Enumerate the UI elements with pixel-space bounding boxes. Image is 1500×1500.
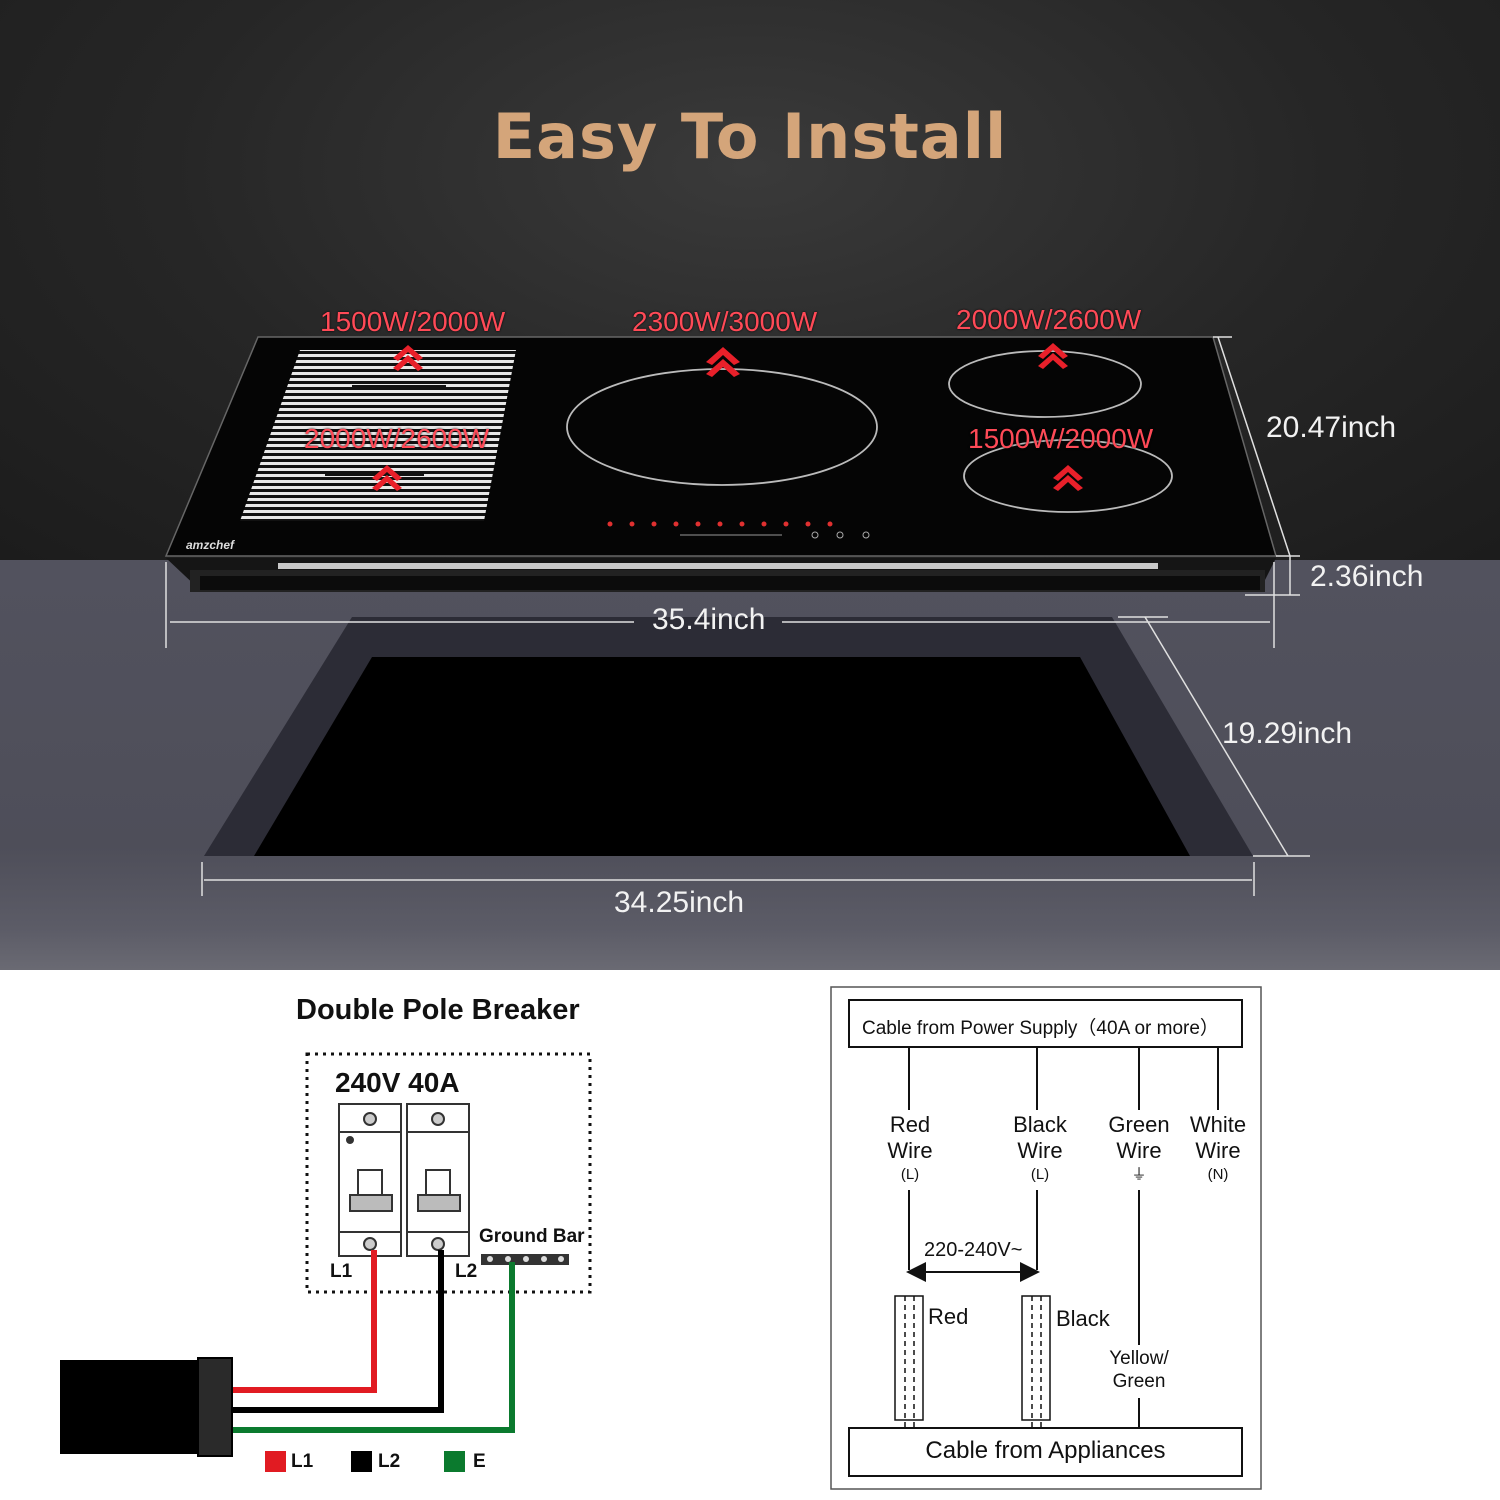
arrow-up-icon	[1053, 465, 1083, 491]
ground-bar	[481, 1254, 569, 1265]
conductor-red-label: Red	[928, 1304, 969, 1329]
mounting-bracket	[278, 563, 1158, 569]
power-arrows	[372, 343, 1083, 491]
zone-power-label: 1500W/2000W	[320, 306, 506, 337]
appliance-block	[60, 1360, 200, 1454]
appliance-label: Cable from Appliances	[925, 1437, 1166, 1464]
page-title: Easy To Install	[492, 100, 1008, 173]
legend-swatch-l1	[265, 1451, 286, 1472]
front-right-zone-ring	[963, 439, 1173, 513]
supply-label: Cable from Power Supply（40A or more）	[862, 1018, 1219, 1039]
brand-logo: amzchef	[186, 538, 235, 552]
dimension-height: 2.36inch	[1310, 560, 1424, 593]
cooktop: amzchef	[164, 336, 1277, 592]
dimension-cutout-width: 34.25inch	[614, 886, 745, 919]
zone-power-label: 2000W/2600W	[304, 423, 490, 454]
cable-connector	[197, 1357, 233, 1457]
appliance-box	[848, 1427, 1243, 1477]
wire-label-red: Red Wire (L)	[887, 1112, 933, 1183]
arrow-up-icon	[372, 465, 402, 491]
center-zone-ring	[566, 368, 878, 486]
dimension-width: 35.4inch	[652, 603, 766, 636]
dimension-depth: 20.47inch	[1266, 411, 1397, 444]
yellow-green-label: Yellow/ Green	[1109, 1348, 1169, 1392]
ground-icon: ⏚	[1131, 1166, 1147, 1183]
counter-cutout	[204, 617, 1253, 856]
control-panel	[607, 521, 833, 527]
voltage-label: 220-240V~	[924, 1239, 1023, 1261]
breaker-heading: Double Pole Breaker	[296, 994, 580, 1026]
arrow-up-icon	[393, 345, 423, 371]
legend-label-l1: L1	[291, 1451, 314, 1472]
wire-label-green: Green Wire ⏚	[1099, 1112, 1179, 1186]
legend-swatch-e	[444, 1451, 465, 1472]
legend-swatch-l2	[351, 1451, 372, 1472]
arrow-up-icon	[1038, 343, 1068, 369]
zone-power-label: 2000W/2600W	[956, 304, 1142, 335]
zone-power-label: 2300W/3000W	[632, 306, 818, 337]
conductor-black-label: Black	[1056, 1306, 1110, 1331]
wire-label-black: Black Wire (L)	[1013, 1112, 1067, 1183]
wire-l1	[232, 1250, 377, 1393]
breaker-l2-label: L2	[455, 1261, 478, 1282]
dimension-cutout-depth: 19.29inch	[1222, 717, 1353, 750]
breaker-l2	[406, 1103, 470, 1257]
legend-label-l2: L2	[378, 1451, 401, 1472]
arrow-up-icon	[706, 347, 740, 377]
legend-label-e: E	[473, 1451, 486, 1472]
breaker-rating: 240V 40A	[335, 1067, 460, 1098]
wire-label-white: White Wire (N)	[1189, 1112, 1247, 1183]
zone-power-label: 1500W/2000W	[968, 423, 1154, 454]
wire-l2	[232, 1250, 444, 1413]
conductor-red	[894, 1295, 924, 1428]
ground-bar-label: Ground Bar	[479, 1226, 585, 1247]
conductor-black	[1021, 1295, 1051, 1428]
dimension-lines	[165, 336, 1310, 896]
wire-ground	[232, 1262, 515, 1433]
flex-zone	[240, 350, 516, 521]
breaker-enclosure	[305, 1052, 592, 1294]
supply-box	[848, 999, 1243, 1048]
breaker-l1-label: L1	[330, 1261, 353, 1282]
breaker-l1	[338, 1103, 402, 1257]
